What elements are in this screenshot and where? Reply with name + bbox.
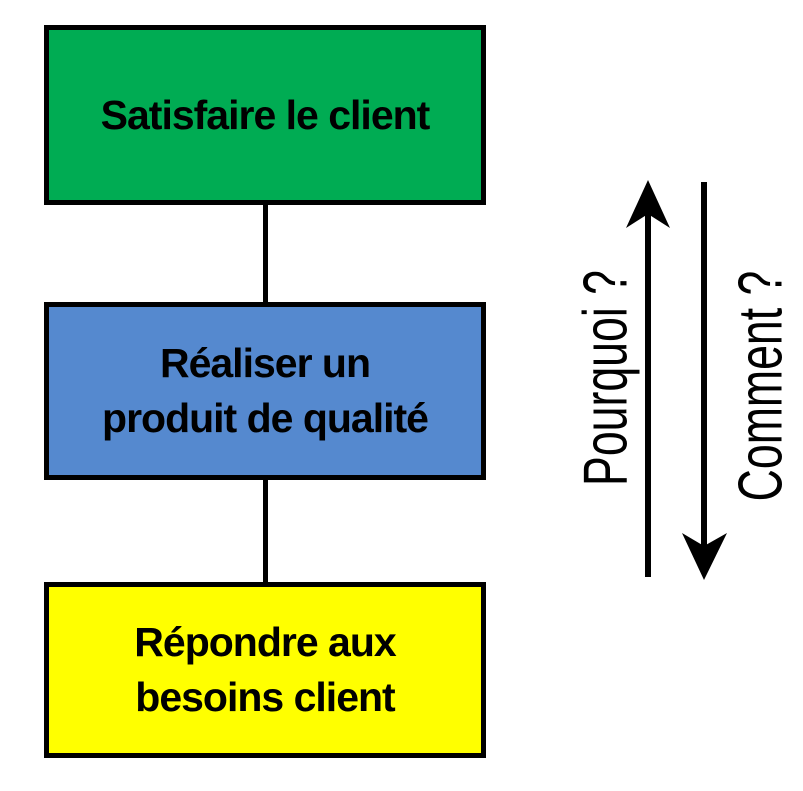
pourquoi-label: Pourquoi ?	[571, 270, 641, 486]
box-realiser-label-line2: produit de qualité	[102, 395, 429, 441]
box-realiser-produit-qualite: Réaliser un produit de qualité	[44, 302, 486, 480]
box-repondre-label-line1: Répondre aux	[134, 619, 396, 665]
down-arrow-icon	[682, 182, 727, 580]
box-satisfaire-le-client: Satisfaire le client	[44, 25, 486, 205]
connector-blue-yellow	[263, 480, 268, 582]
box-repondre-besoins-client: Répondre aux besoins client	[44, 582, 486, 758]
connector-green-blue	[263, 205, 268, 302]
comment-label: Comment ?	[726, 270, 796, 502]
box-repondre-label-line2: besoins client	[135, 674, 395, 720]
box-realiser-label-line1: Réaliser un	[159, 340, 371, 386]
up-arrow-icon	[626, 180, 670, 577]
box-satisfaire-label: Satisfaire le client	[100, 91, 431, 138]
